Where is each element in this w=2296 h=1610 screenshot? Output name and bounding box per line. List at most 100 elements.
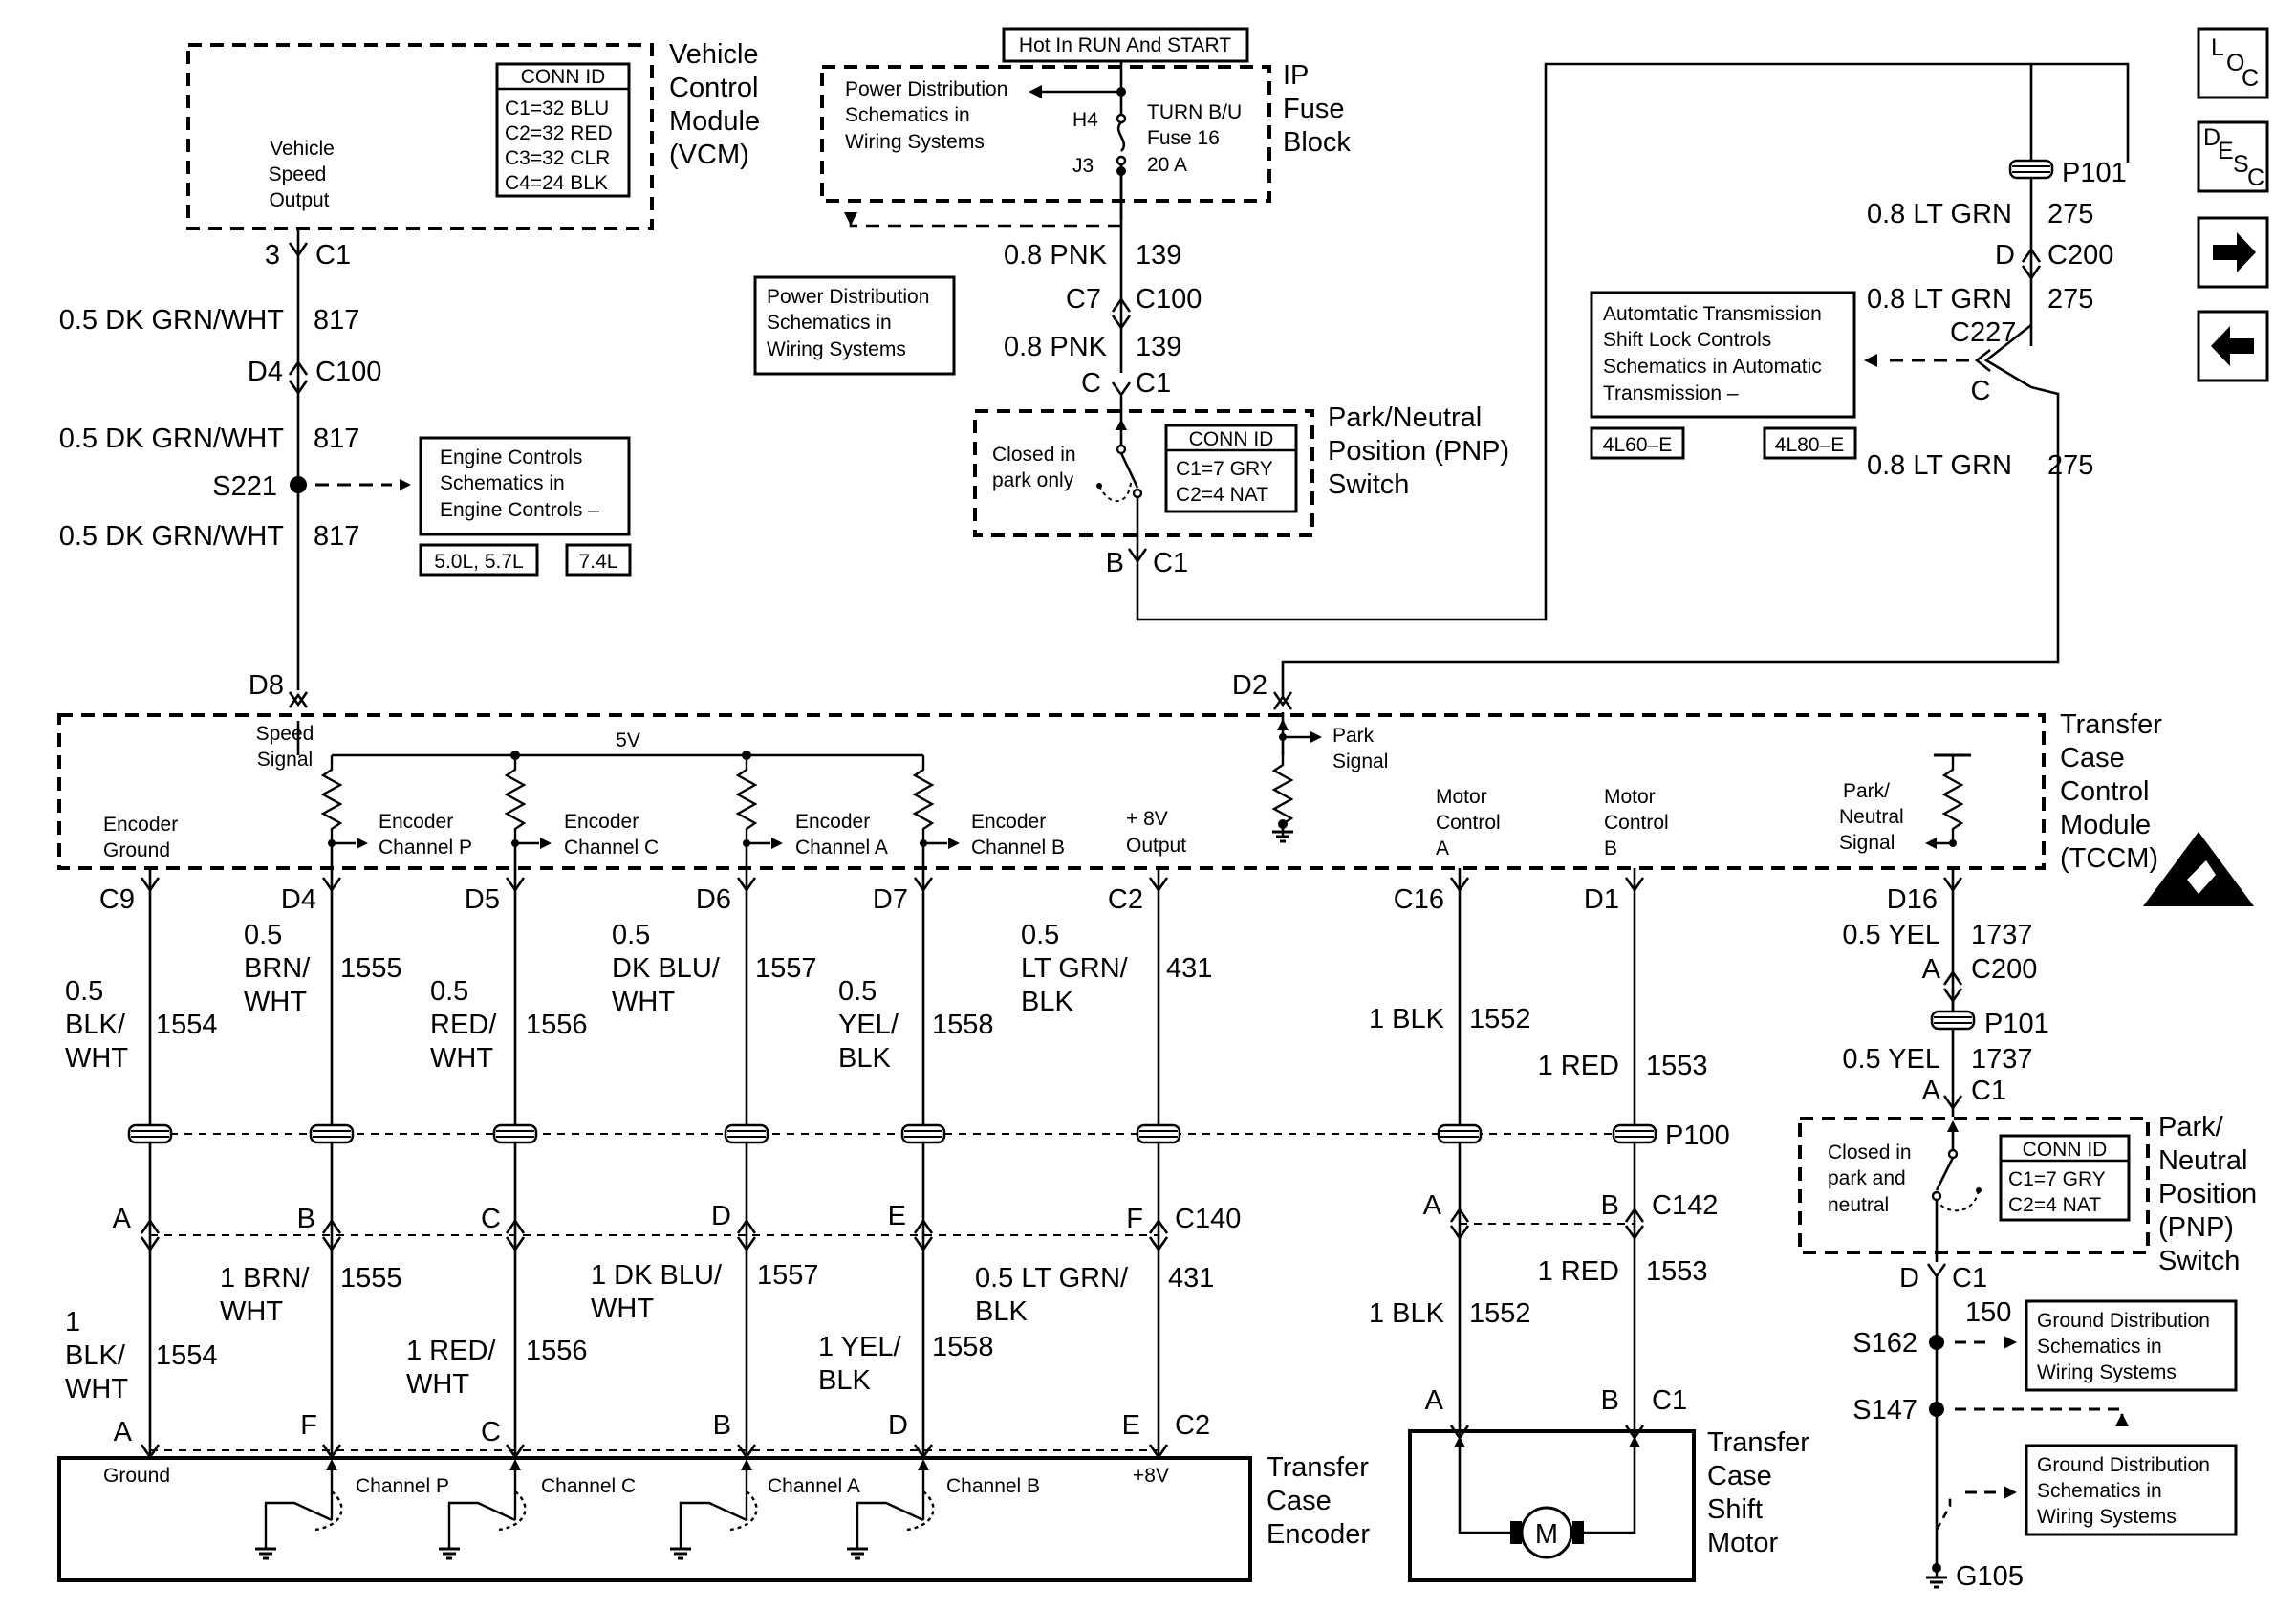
vcm-output-label: Speed [269, 163, 327, 185]
circuit-number: 139 [1136, 240, 1181, 271]
pin-label: C16 [1394, 884, 1444, 915]
pnp-note: park and [1828, 1167, 1906, 1189]
speed-signal-label: Speed [256, 723, 314, 745]
hot-in-run-label: Hot In RUN And START [1019, 34, 1231, 56]
splice-s221 [290, 476, 307, 493]
pin-label: D1 [1584, 884, 1619, 915]
tccm-terminal-label: + 8V [1126, 808, 1168, 830]
circuit-number: 817 [314, 305, 359, 336]
wire-color: 1 RED [1538, 1256, 1619, 1287]
pin-label: F [1126, 1204, 1143, 1234]
description-icon[interactable]: D E S C [2197, 120, 2269, 193]
next-arrow-icon[interactable] [2197, 216, 2269, 289]
pnp-note: Closed in [1828, 1142, 1912, 1164]
svg-text:S: S [2233, 151, 2249, 178]
pin-label: C2 [1108, 884, 1143, 915]
wire-color: 0.5 [244, 920, 282, 950]
tccm-title: (TCCM) [2060, 843, 2158, 874]
svg-text:E: E [2218, 138, 2234, 164]
pin-label: D [1899, 1263, 1919, 1294]
trans-option-box[interactable] [1763, 426, 1857, 460]
wire-color: BRN/ [244, 953, 311, 984]
vcm-title: Control [669, 73, 759, 103]
pin-label: C [1081, 368, 1101, 399]
hot-in-run-box [1002, 27, 1249, 63]
pnp-top-title: Position (PNP) [1328, 436, 1509, 467]
pin-label: C [481, 1204, 501, 1234]
pd-ref2-text: Schematics in [767, 312, 892, 334]
wire-color: 0.8 PNK [1004, 332, 1108, 362]
motor-icon [1520, 1506, 1573, 1559]
pin-label: 3 [265, 240, 280, 271]
encoder-terminal-label: Channel B [946, 1475, 1040, 1497]
power-distribution-ref-box[interactable] [753, 275, 956, 376]
shift-lock-ref-text: Transmission – [1603, 382, 1739, 404]
pd-ref-text: Schematics in [845, 104, 970, 126]
five-volt-label: 5V [616, 729, 640, 751]
tccm-terminal-label: Encoder [795, 811, 870, 833]
pnp-top-title: Switch [1328, 469, 1409, 500]
pin-label: C [1971, 376, 1991, 406]
tccm-terminal-label: Channel P [379, 837, 472, 859]
pin-label: D16 [1887, 884, 1938, 915]
tccm-terminal-label: Channel C [564, 837, 659, 859]
wire-color: 0.5 LT GRN/ [975, 1263, 1129, 1294]
vcm-output-label: Vehicle [270, 138, 335, 160]
pnp-top-conn-id-line: C1=7 GRY [1176, 458, 1273, 480]
pnp-bottom-conn-id-line: C2=4 NAT [2008, 1194, 2101, 1216]
ground-distribution-ref-box[interactable] [2025, 1299, 2238, 1392]
wire-color: 1 DK BLU/ [591, 1260, 723, 1291]
speed-signal-label: Signal [257, 749, 313, 771]
encoder-title: Transfer [1267, 1452, 1369, 1483]
trans-option-box[interactable] [1590, 426, 1685, 460]
engine-option-box[interactable] [419, 543, 539, 577]
wire-color: BLK [838, 1043, 891, 1074]
previous-arrow-icon[interactable] [2197, 310, 2269, 382]
tccm-title: Case [2060, 743, 2125, 773]
park-signal-label: Park [1332, 725, 1375, 747]
connector-label: C1 [1153, 548, 1188, 578]
ground-ref-text: Wiring Systems [2037, 1361, 2177, 1383]
wire-color: 0.5 YEL [1842, 1044, 1940, 1075]
pin-label: D [711, 1201, 731, 1231]
wire-color: WHT [65, 1374, 128, 1404]
wire-color: WHT [406, 1369, 469, 1400]
pin-label: D7 [873, 884, 908, 915]
pd-ref-text: Wiring Systems [845, 131, 985, 153]
wire-color: 0.5 [838, 976, 877, 1007]
pnp-switch-top-box [973, 409, 1314, 537]
tccm-title: Control [2060, 776, 2150, 807]
pnp-note: neutral [1828, 1194, 1889, 1216]
tccm-title: Module [2060, 810, 2151, 840]
wire-color: 1 BLK [1369, 1298, 1445, 1329]
engine-ref-text: Schematics in [440, 472, 565, 494]
wire-color: 1 [65, 1307, 80, 1338]
trans-option: 4L80–E [1775, 434, 1844, 456]
circuit-number: 1553 [1646, 1256, 1708, 1287]
circuit-number: 431 [1168, 1263, 1214, 1294]
circuit-number: 1556 [526, 1010, 588, 1040]
pin-label: D6 [696, 884, 731, 915]
engine-controls-ref-box[interactable] [419, 436, 631, 536]
encoder-title: Encoder [1267, 1519, 1370, 1550]
ground-distribution-ref-box[interactable] [2025, 1444, 2238, 1536]
vcm-conn-id-line: C3=32 CLR [505, 147, 610, 169]
wire-color: 0.8 LT GRN [1867, 284, 2012, 315]
ground-ref-text: Ground Distribution [2037, 1454, 2210, 1476]
circuit-number: 275 [2047, 199, 2093, 229]
circuit-number: 139 [1136, 332, 1181, 362]
circuit-number: 1553 [1646, 1051, 1708, 1081]
shift-lock-ref-box[interactable] [1590, 291, 1856, 419]
tccm-terminal-label: Motor [1604, 786, 1656, 808]
location-icon[interactable]: L O C [2197, 27, 2269, 99]
passthru-label: P101 [1984, 1009, 2049, 1039]
wire-color: BLK [1021, 987, 1073, 1017]
tccm-terminal-label: Motor [1436, 786, 1487, 808]
tccm-terminal-label: B [1604, 838, 1617, 859]
engine-option: 7.4L [579, 551, 618, 573]
pin-label: A [1922, 954, 1941, 985]
pin-label: A [113, 1204, 132, 1234]
engine-option-box[interactable] [565, 543, 632, 577]
pin-label: C9 [99, 884, 135, 915]
splice-s162 [1929, 1335, 1944, 1350]
